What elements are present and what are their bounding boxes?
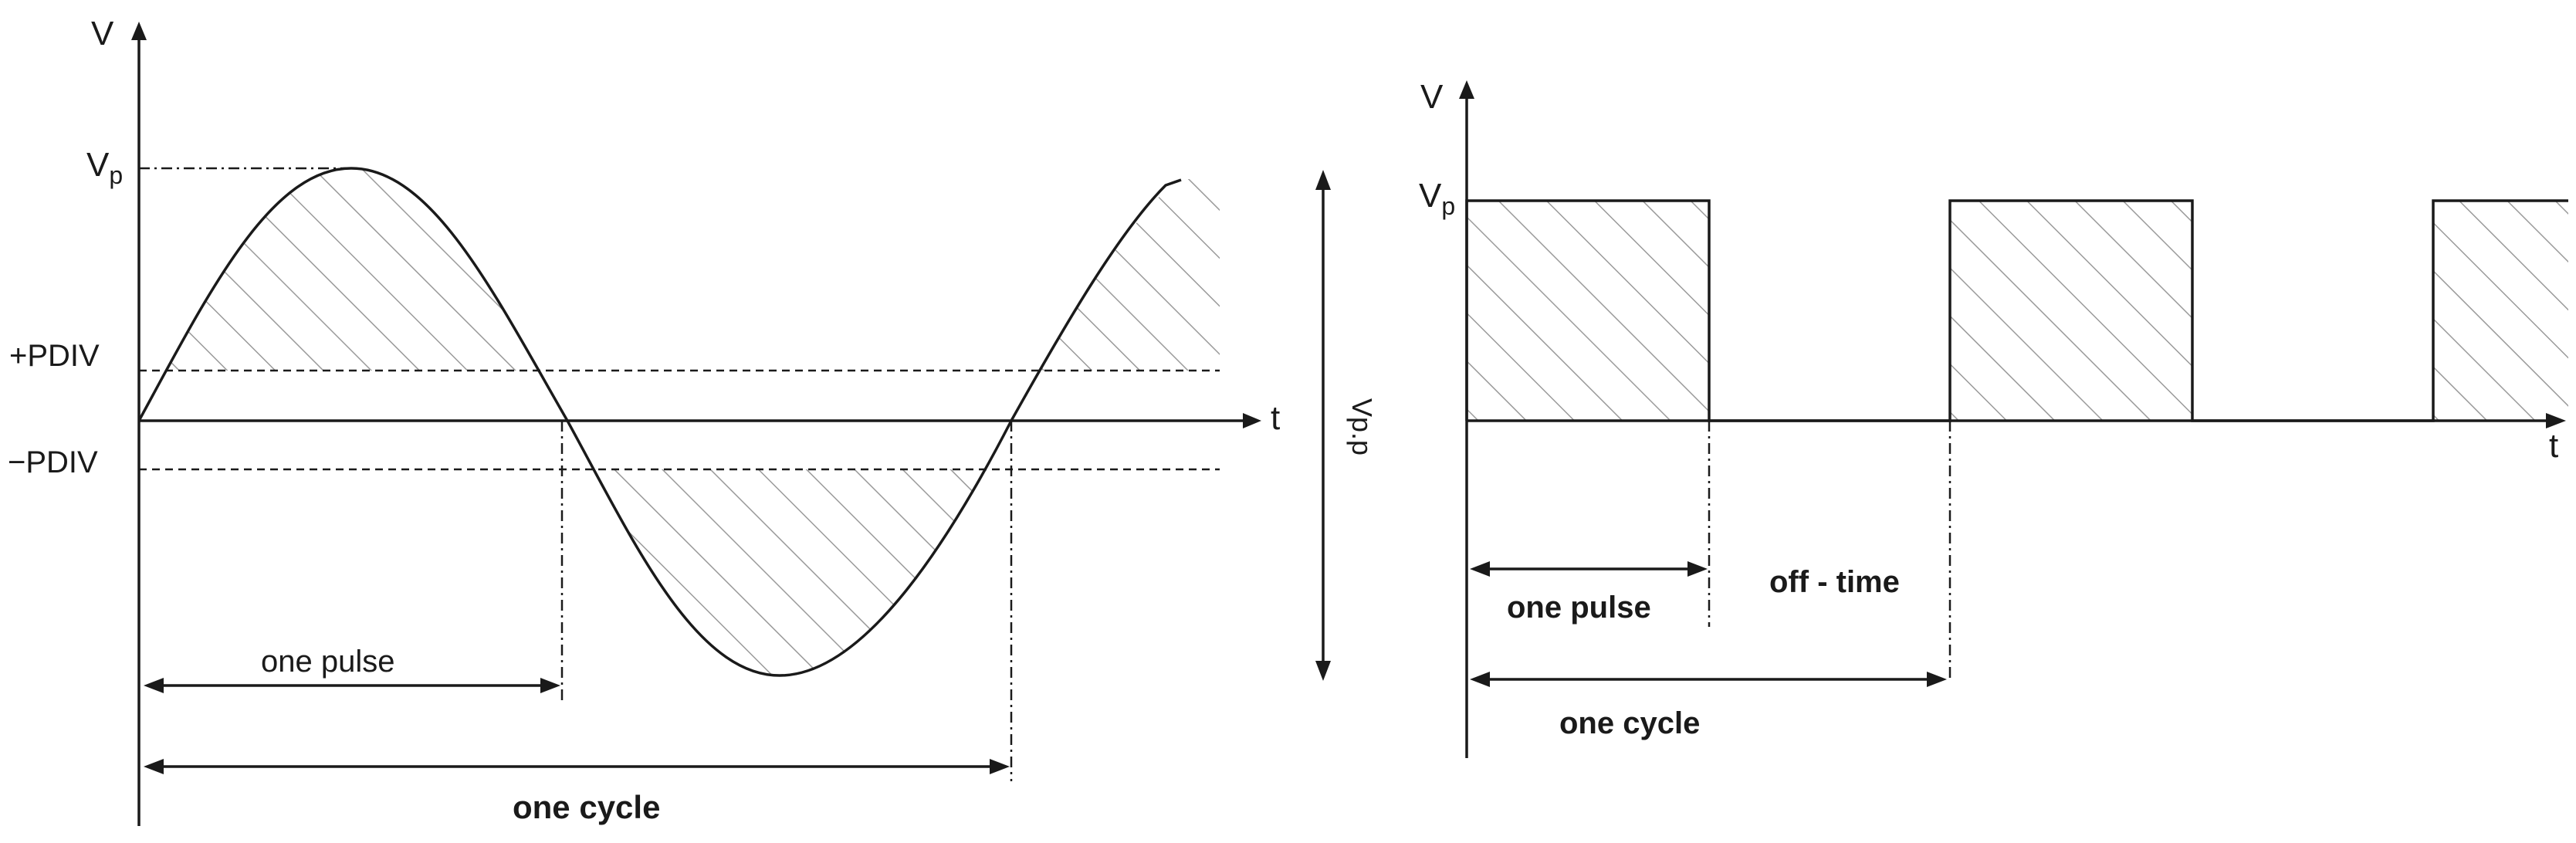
pulse-2-hatch bbox=[1950, 201, 2192, 421]
pulse-one-pulse-label: one pulse bbox=[1507, 591, 1651, 625]
pulse-one-pulse-dimension bbox=[1470, 561, 1708, 577]
pulse-v-axis-label: V bbox=[1420, 78, 1444, 116]
one-cycle-dimension bbox=[144, 759, 1010, 774]
sine-v-axis-label: V bbox=[91, 15, 114, 52]
t-axis-arrow-icon bbox=[1243, 413, 1261, 428]
sine-vp-label: Vp bbox=[86, 146, 123, 189]
sine-one-pulse-label: one pulse bbox=[261, 645, 394, 679]
one-pulse-dimension bbox=[144, 678, 560, 693]
pulse-off-time-label: off - time bbox=[1769, 565, 1900, 599]
sine-hatch-positive bbox=[166, 168, 1220, 371]
pulse-vp-label: Vp bbox=[1419, 177, 1455, 220]
sine-one-cycle-label: one cycle bbox=[513, 789, 660, 825]
vpp-label: Vp.p bbox=[1346, 398, 1378, 455]
sine-curve bbox=[137, 167, 1182, 677]
pulse-1-hatch bbox=[1467, 201, 1709, 421]
pulse-diagram: V t Vp one pulse off - time one cycle bbox=[1419, 78, 2568, 758]
sine-hatch-negative bbox=[594, 469, 986, 675]
pdiv-positive-label: +PDIV bbox=[9, 339, 100, 373]
vpp-dimension bbox=[1315, 170, 1331, 681]
pulse-t-axis-arrow-icon bbox=[2546, 413, 2566, 428]
sine-diagram: V t Vp +PDIV −PDIV Vp.p one pulse one cy… bbox=[8, 15, 1378, 826]
pulse-one-cycle-label: one cycle bbox=[1559, 706, 1700, 740]
pulse-t-axis-label: t bbox=[2549, 427, 2558, 465]
sine-t-axis-label: t bbox=[1271, 399, 1280, 437]
pdiv-negative-label: −PDIV bbox=[8, 445, 98, 479]
pulse-one-cycle-dimension bbox=[1470, 672, 1947, 687]
pulse-waveform bbox=[1465, 199, 2568, 422]
pulse-3-hatch bbox=[2433, 201, 2568, 421]
pulse-v-axis-arrow-icon bbox=[1459, 80, 1474, 99]
v-axis-arrow-icon bbox=[131, 22, 147, 40]
